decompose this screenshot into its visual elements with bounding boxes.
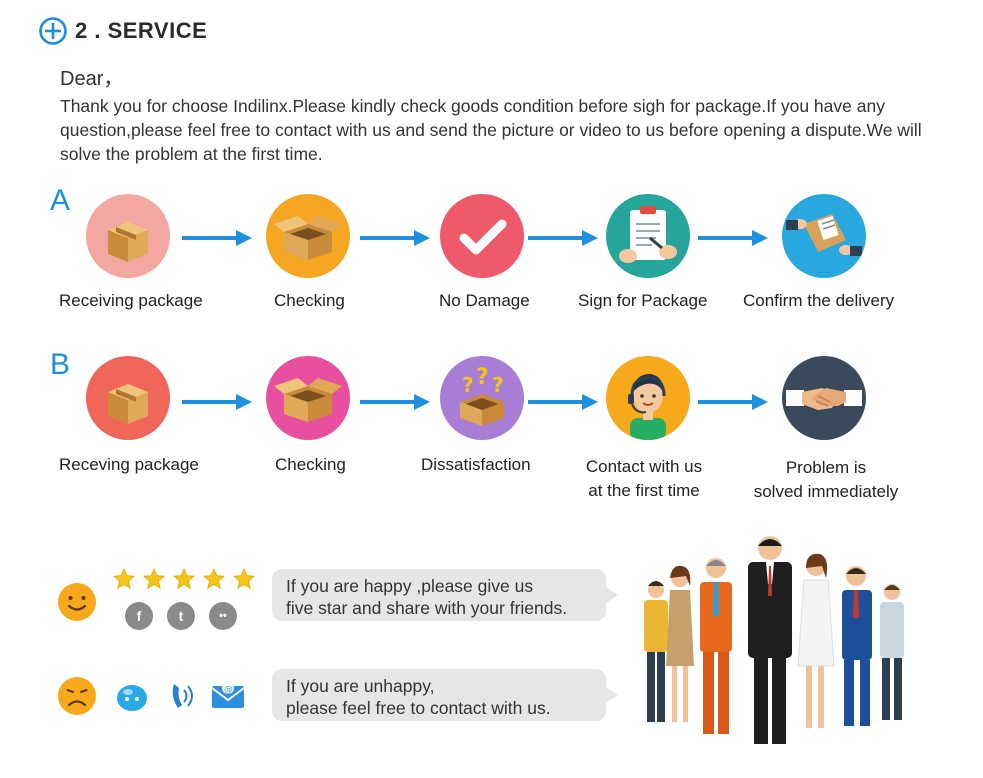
open-box-icon: [274, 216, 342, 260]
unhappy-message-line2: please feel free to contact with us.: [286, 698, 551, 718]
happy-message-bubble: If you are happy ,please give us five st…: [272, 569, 618, 621]
email-icon[interactable]: @: [210, 678, 246, 714]
step-a4-circle: [606, 194, 690, 278]
package-icon: [108, 222, 148, 262]
svg-text:?: ?: [462, 373, 474, 397]
step-b3-label: Dissatisfaction: [421, 455, 531, 474]
step-a4-label: Sign for Package: [578, 291, 708, 310]
person-grey-shirt: [880, 584, 904, 720]
step-b5-label-line2: solved immediately: [753, 482, 899, 501]
person-yellow-jacket: [644, 581, 668, 722]
flickr-icon[interactable]: ••: [209, 602, 237, 630]
person-orange-suit: [700, 558, 732, 734]
intro-text: Thank you for choose Indilinx.Please kin…: [60, 96, 922, 164]
step-b4-circle: [606, 356, 690, 440]
arrow-b1: [182, 392, 252, 412]
handshake-icon: [786, 388, 862, 410]
unhappy-message-bubble: If you are unhappy, please feel free to …: [272, 669, 618, 721]
step-b5-label: Problem is solved immediately: [746, 456, 906, 504]
happy-face-icon: [57, 582, 97, 622]
plus-circle-icon: [39, 17, 67, 45]
chat-bubble-icon[interactable]: [114, 678, 150, 714]
unhappy-message-line1: If you are unhappy,: [286, 676, 435, 696]
flickr-icon-glyph: ••: [219, 610, 227, 622]
phone-icon[interactable]: [164, 678, 200, 714]
business-people-illustration: [644, 536, 904, 744]
step-a3-circle: [440, 194, 524, 278]
arrow-b3: [528, 392, 598, 412]
star-icon: [173, 568, 195, 590]
step-a2-label: Checking: [274, 291, 345, 310]
star-icon: [143, 568, 165, 590]
step-a1-circle: [86, 194, 170, 278]
step-a1-label: Receiving package: [59, 291, 203, 310]
step-b4-label-line2: at the first time: [588, 481, 700, 500]
section-title: 2 . SERVICE: [75, 18, 208, 43]
support-agent-icon: [628, 374, 666, 440]
step-a3-label: No Damage: [439, 291, 530, 310]
row-a-letter: A: [50, 184, 71, 217]
person-brown-dress: [666, 565, 694, 722]
arrow-a4: [698, 228, 768, 248]
greeting: Dear，: [60, 68, 124, 90]
step-b5-label-line1: Problem is: [785, 458, 867, 477]
checkmark-icon: [459, 219, 507, 255]
arrow-a1: [182, 228, 252, 248]
happy-message-line2: five star and share with your friends.: [286, 598, 568, 618]
happy-message-line1: If you are happy ,please give us: [286, 576, 534, 596]
svg-text:@: @: [224, 685, 233, 695]
step-b5-circle: [782, 356, 866, 440]
step-b3-circle: ? ? ?: [440, 356, 524, 440]
facebook-icon-glyph: f: [136, 608, 142, 624]
step-b4-label: Contact with us at the first time: [566, 455, 722, 503]
arrow-a2: [360, 228, 430, 248]
arrow-b4: [698, 392, 768, 412]
twitter-icon[interactable]: t: [167, 602, 195, 630]
section-header: 2 . SERVICE: [38, 14, 207, 48]
delivery-handover-icon: [786, 214, 862, 256]
step-a2-circle: [266, 194, 350, 278]
person-white-dress: [797, 553, 835, 728]
star-icon: [113, 568, 135, 590]
svg-text:?: ?: [492, 373, 504, 397]
sad-face-icon: [57, 676, 97, 716]
person-black-suit: [748, 536, 792, 744]
facebook-icon[interactable]: f: [125, 602, 153, 630]
step-b2-circle: [266, 356, 350, 440]
person-blue-suit: [842, 566, 872, 726]
step-b2-label: Checking: [275, 455, 346, 474]
clipboard-sign-icon: [619, 206, 677, 263]
star-icon: [203, 568, 225, 590]
step-b1-label: Receving package: [59, 455, 199, 474]
step-a5-label: Confirm the delivery: [743, 291, 895, 310]
package-icon: [108, 384, 148, 424]
arrow-a3: [528, 228, 598, 248]
step-a5-circle: [782, 194, 866, 278]
step-b4-label-line1: Contact with us: [585, 457, 703, 476]
row-b-letter: B: [50, 348, 71, 381]
question-box-icon: ? ? ?: [460, 365, 504, 426]
star-icon: [233, 568, 255, 590]
svg-text:?: ?: [476, 365, 489, 390]
arrow-b2: [360, 392, 430, 412]
open-box-icon: [274, 378, 342, 422]
step-b1-circle: [86, 356, 170, 440]
twitter-icon-glyph: t: [178, 608, 184, 624]
